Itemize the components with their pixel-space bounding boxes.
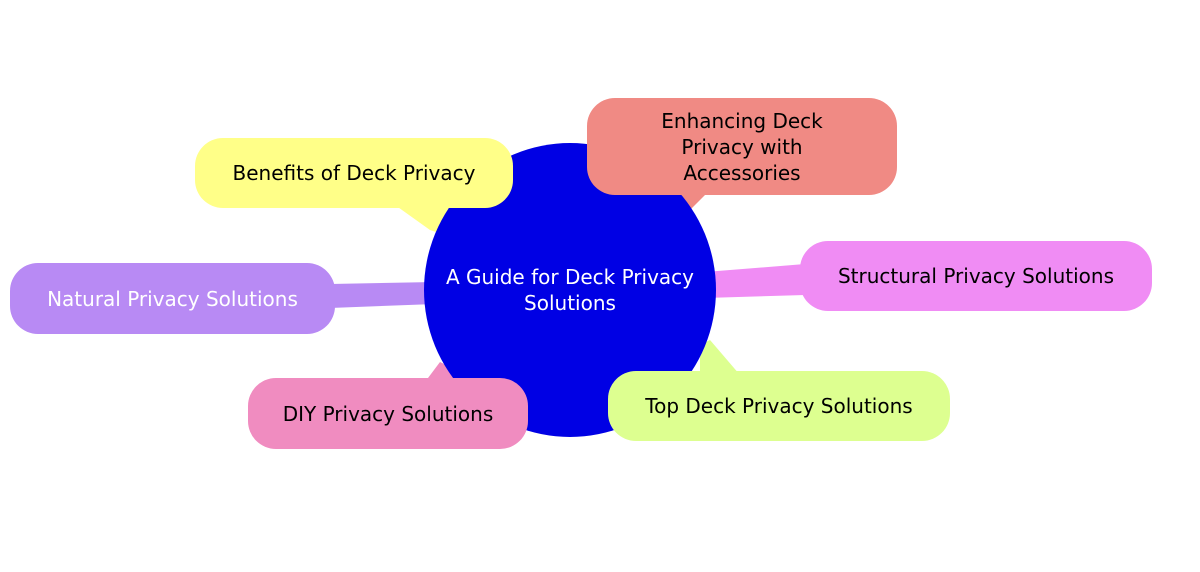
center-circle	[424, 143, 716, 437]
connector-structural	[705, 264, 805, 298]
node-label: Top Deck Privacy Solutions	[645, 394, 913, 418]
node-label: Natural Privacy Solutions	[47, 286, 298, 311]
node-diy[interactable]: DIY Privacy Solutions	[248, 378, 528, 449]
node-structural[interactable]: Structural Privacy Solutions	[800, 241, 1152, 311]
node-label: Enhancing Deck Privacy with Accessories	[661, 108, 823, 185]
node-label: Structural Privacy Solutions	[837, 264, 1114, 288]
connector-diy	[425, 362, 460, 382]
connector-benefits	[395, 205, 450, 235]
node-benefits[interactable]: Benefits of Deck Privacy	[195, 138, 513, 208]
node-label: Benefits of Deck Privacy	[232, 161, 476, 185]
node-top[interactable]: Top Deck Privacy Solutions	[608, 371, 950, 441]
node-enhancing[interactable]: Enhancing Deck Privacy with Accessories	[587, 98, 897, 195]
connector-top	[700, 340, 740, 375]
node-label: DIY Privacy Solutions	[282, 401, 494, 426]
connector-natural	[330, 282, 435, 308]
node-natural[interactable]: Natural Privacy Solutions	[10, 263, 335, 334]
center-label: A Guide for Deck Privacy Solutions	[445, 265, 695, 315]
center-node[interactable]: A Guide for Deck Privacy Solutions	[424, 143, 716, 437]
